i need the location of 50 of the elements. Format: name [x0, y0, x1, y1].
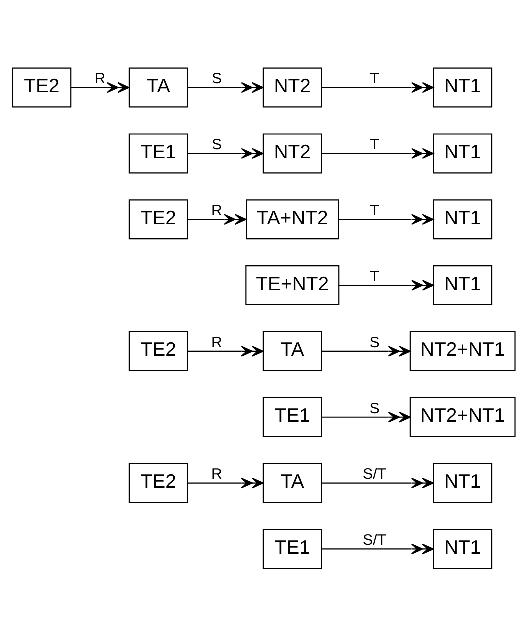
edge-label: R	[212, 466, 222, 484]
node-box: TE2	[128, 463, 188, 504]
arrow	[322, 478, 434, 489]
edge-label: T	[370, 202, 380, 220]
edge-label: S/T	[363, 532, 387, 550]
edge-label: S	[370, 400, 380, 418]
arrow	[322, 82, 434, 94]
arrow	[188, 82, 264, 94]
node-box: TE2	[128, 331, 188, 372]
edge-label: S	[212, 136, 222, 154]
node-box: TA	[128, 68, 188, 108]
node-box: NT1	[433, 266, 493, 306]
arrow	[322, 544, 434, 555]
node-box: TA	[262, 463, 322, 504]
node-box: NT1	[433, 68, 493, 108]
arrow	[339, 280, 434, 291]
arrow	[338, 214, 434, 226]
edge-label: R	[212, 202, 222, 220]
edge-label: T	[370, 268, 380, 286]
arrow	[322, 148, 434, 160]
node-box: TE2	[128, 200, 188, 240]
arrow	[71, 82, 130, 94]
node-box: NT1	[433, 529, 493, 570]
node-box: NT2+NT1	[410, 397, 516, 438]
arrow	[188, 478, 264, 489]
node-box: NT1	[433, 200, 493, 240]
arrow	[188, 346, 264, 357]
node-box: NT1	[433, 134, 493, 174]
node-box: NT2	[262, 134, 322, 174]
arrow	[322, 412, 411, 423]
edge-label: T	[370, 136, 380, 154]
node-box: TE1	[128, 134, 188, 174]
node-box: TA+NT2	[246, 200, 340, 240]
node-box: NT1	[433, 463, 493, 504]
arrow	[188, 214, 247, 226]
node-box: TA	[262, 331, 322, 372]
edge-label: S	[212, 70, 222, 88]
node-box: NT2	[262, 68, 322, 108]
edge-label: T	[370, 70, 380, 88]
arrow	[322, 346, 411, 357]
node-box: TE+NT2	[246, 266, 340, 306]
edge-label: R	[94, 70, 106, 88]
edge-label: R	[212, 334, 222, 352]
arrow	[188, 148, 264, 160]
node-box: TE1	[262, 529, 322, 570]
edge-label: S/T	[363, 466, 387, 484]
edge-label: S	[370, 334, 380, 352]
node-box: NT2+NT1	[410, 331, 516, 372]
node-box: TE1	[262, 397, 322, 438]
node-box: TE2	[12, 68, 72, 108]
